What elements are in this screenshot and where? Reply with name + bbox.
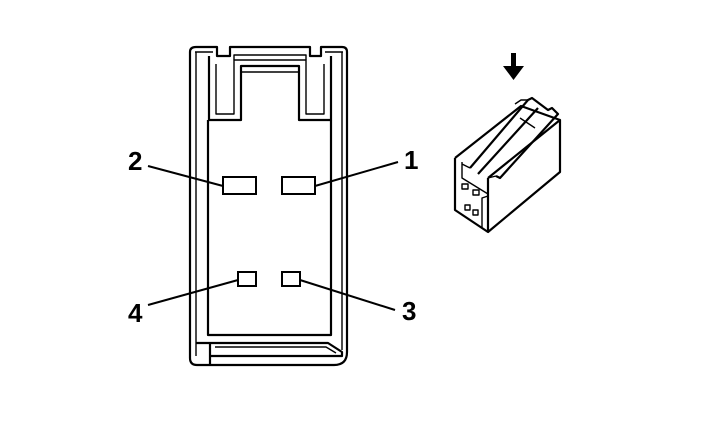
terminal-cavity-3 [281, 271, 301, 287]
connector-isometric-view [453, 96, 562, 234]
iso-side-face [487, 118, 562, 233]
terminal-cavity-2 [222, 176, 257, 195]
arrow-down-icon [503, 53, 524, 80]
pin-label-1: 1 [404, 145, 418, 175]
iso-front-face [453, 158, 490, 234]
iso-terminal-4 [472, 209, 479, 216]
leader-line-3 [299, 279, 396, 311]
iso-latch-detail [461, 99, 536, 195]
iso-latch-ridge [469, 96, 560, 180]
pin-label-4: 4 [128, 298, 143, 328]
iso-top-face [454, 104, 561, 159]
pin-label-2: 2 [128, 146, 142, 176]
leader-line-4 [147, 279, 239, 306]
pin-label-3: 3 [402, 296, 416, 326]
housing-inner-outline [195, 51, 343, 356]
bottom-rib-inner [215, 346, 337, 354]
latch-inner [215, 59, 325, 115]
latch-outer [207, 56, 333, 122]
housing-outline [188, 45, 349, 367]
cavity-bottom [206, 120, 333, 337]
terminal-cavity-1 [281, 176, 316, 195]
iso-terminal-2 [472, 189, 480, 196]
bottom-rib [196, 341, 344, 364]
leader-line-1 [314, 161, 399, 187]
latch-slot-top [233, 54, 307, 60]
leader-lines [147, 161, 399, 311]
connector-face [188, 45, 349, 367]
iso-terminal-1 [461, 183, 469, 190]
iso-terminal-3 [464, 204, 471, 211]
iso-front-edge [481, 195, 489, 228]
leader-line-2 [147, 165, 224, 187]
terminal-cavity-4 [237, 271, 257, 287]
